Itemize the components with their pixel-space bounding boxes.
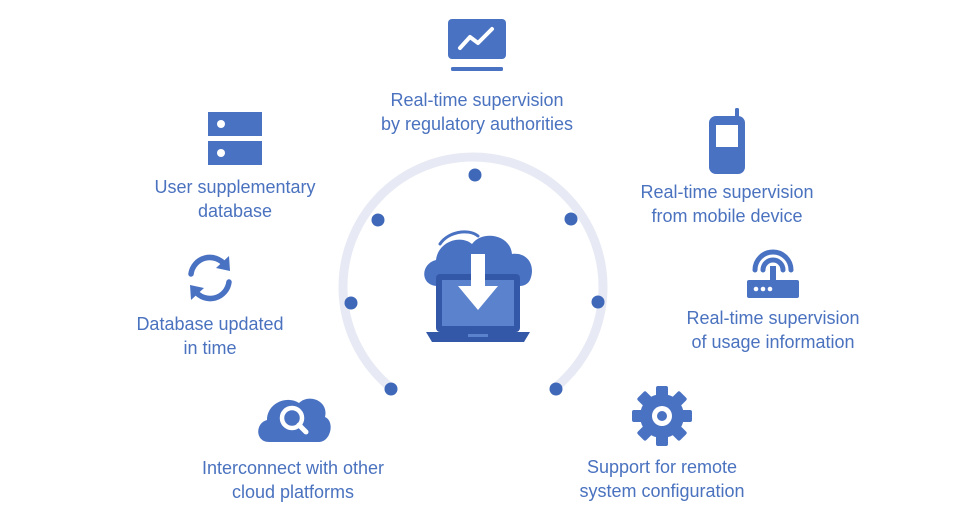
arc-dot [549,382,563,396]
arc-dot [564,212,578,226]
feature-label-line1: Real-time supervision [640,182,814,202]
feature-regulatory: Real-time supervision by regulatory auth… [372,18,582,136]
router-icon [745,246,801,300]
monitor-chart-icon [447,18,507,74]
feature-label: Real-time supervision from mobile device [640,180,813,228]
feature-cloud-interconnect: Interconnect with other cloud platforms [188,393,398,504]
feature-label-line1: Interconnect with other [201,458,385,478]
feature-label-line1: User supplementary [154,177,316,197]
feature-label-line2: from mobile device [651,206,803,226]
arc-dot [344,296,358,310]
feature-mobile: Real-time supervision from mobile device [622,108,832,228]
cloud-laptop-download-icon [418,226,538,346]
feature-label: User supplementary database [154,175,315,223]
feature-db-updated: Database updated in time [105,252,315,360]
feature-label-line2: database [197,201,273,221]
cloud-search-icon [255,393,331,443]
feature-label-line1: Database updated [136,314,284,334]
arc-dot [384,382,398,396]
arc-dot [591,295,605,309]
mobile-phone-icon [707,108,747,176]
refresh-icon [184,252,236,304]
feature-label-line1: Real-time supervision [686,308,860,328]
feature-label: Real-time supervision of usage informati… [686,306,859,354]
arc-dot [371,213,385,227]
feature-label: Support for remote system configuration [579,455,744,503]
feature-label-line1: Support for remote [586,457,738,477]
feature-label-line2: in time [183,338,237,358]
feature-label-line2: system configuration [579,481,745,501]
feature-label: Real-time supervision by regulatory auth… [381,88,573,136]
feature-user-db: User supplementary database [130,111,340,223]
feature-usage: Real-time supervision of usage informati… [668,246,878,354]
database-server-icon [207,111,263,167]
feature-remote-config: Support for remote system configuration [557,385,767,503]
gear-icon [631,385,693,447]
feature-label-line2: cloud platforms [231,482,355,502]
feature-label: Interconnect with other cloud platforms [202,456,384,504]
arc-dot [468,168,482,182]
feature-label-line1: Real-time supervision [390,90,564,110]
feature-label-line2: by regulatory authorities [380,114,574,134]
feature-label: Database updated in time [136,312,283,360]
feature-label-line2: of usage information [691,332,855,352]
